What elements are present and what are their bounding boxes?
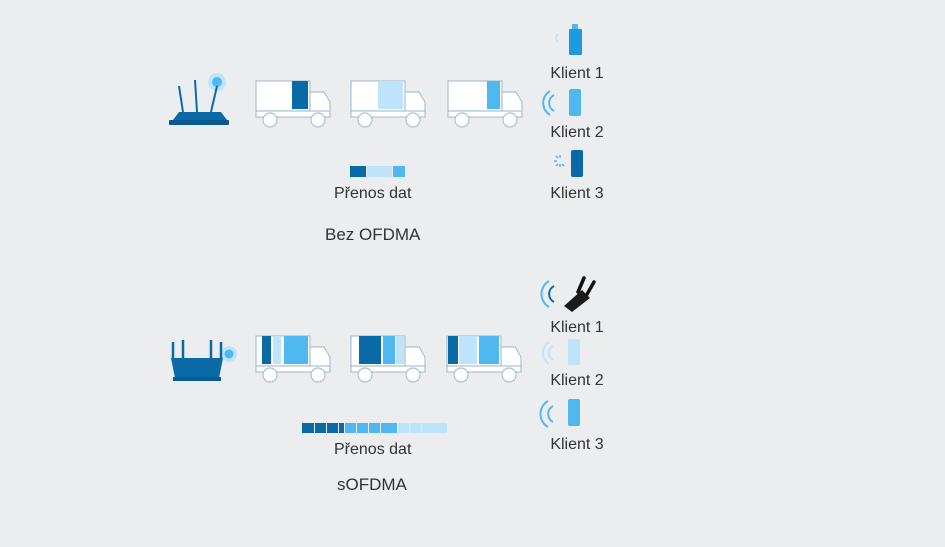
section-title: Bez OFDMA [325, 225, 421, 244]
legend-label: Přenos dat [334, 185, 412, 202]
router-icon [171, 340, 237, 381]
usb-adapter-antenna-icon [540, 276, 596, 312]
router-icon [169, 73, 229, 125]
data-transfer-bar [302, 423, 447, 433]
smartphone-icon [542, 89, 581, 116]
client-label: Klient 2 [550, 372, 604, 389]
truck-3 [446, 335, 522, 383]
smartphone-icon [542, 339, 580, 365]
client-label: Klient 2 [550, 124, 604, 141]
truck-1 [255, 80, 331, 128]
usb-adapter-icon [555, 24, 582, 55]
legend-label: Přenos dat [334, 441, 412, 458]
truck-2 [350, 80, 426, 128]
client-label: Klient 3 [550, 436, 604, 453]
truck-2 [350, 335, 426, 383]
truck-3 [447, 80, 523, 128]
data-transfer-bar [350, 166, 405, 177]
smartphone-icon [554, 150, 583, 177]
section-title: sOFDMA [337, 475, 407, 494]
client-label: Klient 1 [550, 319, 604, 336]
truck-1 [255, 335, 331, 383]
smartphone-icon [539, 399, 580, 428]
client-label: Klient 1 [550, 65, 604, 82]
client-label: Klient 3 [550, 185, 604, 202]
